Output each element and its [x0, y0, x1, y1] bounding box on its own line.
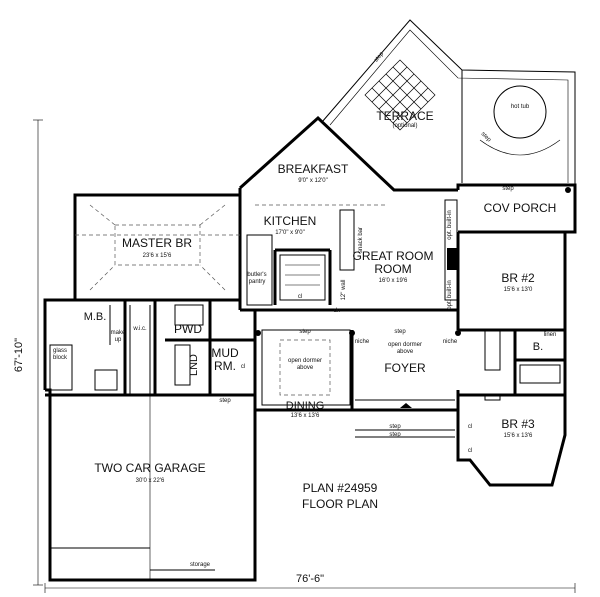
- glass-block-label: glass: [53, 348, 67, 354]
- niche-label: niche: [443, 339, 458, 345]
- dimension-lines: [33, 119, 576, 593]
- foyer-dormer-note: above: [397, 349, 414, 355]
- terrace: [321, 19, 576, 185]
- opt-builtin-label: opt. built-in: [447, 280, 453, 309]
- closet-label: cl: [468, 424, 472, 430]
- master-br-label: MASTER BR: [122, 236, 192, 250]
- plan-title: PLAN #24959: [303, 481, 378, 495]
- great-room-size: 16'0 x 19'6: [379, 278, 408, 284]
- br2-size: 15'6 x 13'0: [504, 287, 533, 293]
- terrace-label: TERRACE: [376, 109, 433, 123]
- wic-label: w.i.c.: [132, 326, 147, 332]
- plan-details: [49, 187, 571, 580]
- twelve-wall-label: 12" wall: [341, 280, 347, 301]
- foyer-dormer-note: open dormer: [388, 342, 422, 348]
- down-label: dn: [334, 308, 341, 314]
- opt-builtin-label: opt. built-in: [447, 210, 453, 239]
- niche-label: niche: [355, 339, 370, 345]
- kitchen-label: KITCHEN: [264, 214, 317, 228]
- storage-label: storage: [190, 562, 211, 568]
- mb-label: M.B.: [84, 311, 107, 323]
- closet-label: cl: [298, 294, 302, 300]
- step-label: step: [502, 186, 514, 192]
- make-up-label: up: [115, 337, 122, 343]
- plan-title-block: PLAN #24959 FLOOR PLAN 76'-6" 67'-10": [13, 338, 378, 585]
- br2-label: BR #2: [501, 271, 535, 285]
- step-label: step: [389, 424, 401, 430]
- kitchen-size: 17'0" x 9'0": [275, 230, 305, 236]
- column-icon: [255, 330, 261, 336]
- plan-subtitle: FLOOR PLAN: [302, 497, 378, 511]
- breakfast-size: 9'0" x 12'0": [298, 178, 328, 184]
- closet-label: cl: [241, 364, 245, 370]
- step-label: step: [394, 329, 406, 335]
- snack-bar-label: snack bar: [358, 227, 364, 253]
- column-icon: [349, 330, 355, 336]
- butlers-pantry-label: butler's: [247, 272, 266, 278]
- dining-label: DINING: [286, 400, 325, 412]
- mud-rm-label: RM.: [214, 359, 236, 373]
- interior-walls: [45, 232, 565, 410]
- br3-size: 15'6 x 13'6: [504, 433, 533, 439]
- great-room-label: ROOM: [374, 262, 411, 276]
- pwd-label: PWD: [174, 322, 202, 336]
- glass-block-label: block: [53, 355, 68, 361]
- step-label: step: [299, 329, 311, 335]
- step-label: step: [480, 131, 493, 144]
- hot-tub: [493, 85, 547, 139]
- step-label: step: [219, 398, 231, 404]
- step-label: step: [373, 51, 385, 64]
- breakfast-label: BREAKFAST: [278, 162, 349, 176]
- terrace-lattice: [364, 59, 436, 131]
- terrace-note: (optional): [392, 123, 417, 129]
- step-label: step: [389, 432, 401, 438]
- hot-tub-label: hot tub: [511, 104, 530, 110]
- br3-label: BR #3: [501, 417, 535, 431]
- closet-label: cl: [468, 448, 472, 454]
- bath-b-label: B.: [533, 341, 543, 353]
- fireplace-icon: [447, 248, 457, 270]
- lnd-label: LND: [188, 354, 200, 376]
- width-dimension: 76'-6": [296, 573, 324, 585]
- garage-label: TWO CAR GARAGE: [94, 461, 205, 475]
- depth-dimension: 67'-10": [13, 338, 25, 372]
- make-up-label: make: [111, 330, 126, 336]
- linen-label: linen: [544, 332, 557, 338]
- column-icon: [455, 330, 461, 336]
- dining-dormer-note: above: [297, 365, 314, 371]
- column-icon: [565, 187, 571, 193]
- garage-size: 30'0 x 22'6: [136, 478, 165, 484]
- mud-rm-label: MUD: [211, 346, 239, 360]
- master-br-size: 23'6 x 15'6: [143, 253, 172, 259]
- foyer-label: FOYER: [384, 361, 426, 375]
- butlers-pantry-label: pantry: [249, 279, 266, 285]
- cov-porch-label: COV PORCH: [484, 201, 557, 215]
- dining-dormer-note: open dormer: [288, 358, 322, 364]
- great-room-label: GREAT ROOM: [353, 249, 434, 263]
- dining-size: 13'6 x 13'6: [291, 413, 320, 419]
- entry-arrow-icon: [400, 403, 412, 408]
